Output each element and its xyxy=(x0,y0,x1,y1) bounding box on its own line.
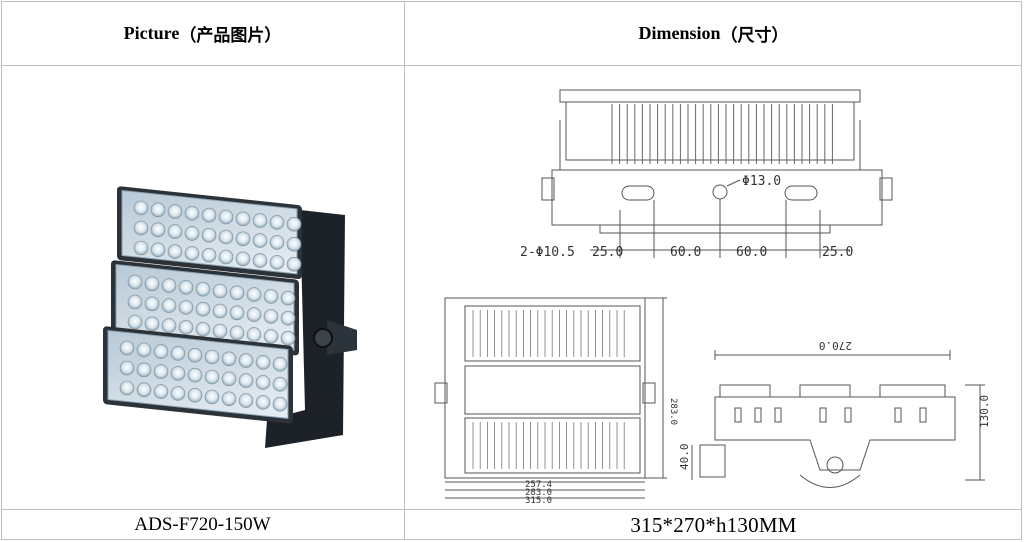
width-257: 257.4 xyxy=(525,480,552,490)
column-divider xyxy=(404,1,405,540)
height-283: 283.0 xyxy=(668,398,678,425)
top-view-drawing: 2-Φ10.5 Φ13.0 25.0 60.0 60.0 25.0 xyxy=(520,89,893,260)
center-hole-label: Φ13.0 xyxy=(742,174,781,189)
width-283: 283.0 xyxy=(525,488,552,498)
spacing-2: 60.0 xyxy=(670,245,701,260)
hole-label: 2-Φ10.5 xyxy=(520,245,575,260)
height-130: 130.0 xyxy=(978,395,991,428)
side-view-drawing: 270.0 130.0 40.0 xyxy=(680,340,991,488)
dimension-header: Dimension（尺寸） xyxy=(405,1,1022,65)
spacing-3: 60.0 xyxy=(736,245,767,260)
spacing-4: 25.0 xyxy=(822,245,853,260)
model-cell: ADS-F720-150W xyxy=(134,514,271,535)
dimension-header-en: Dimension xyxy=(638,22,721,43)
front-view-drawing: 257.4 283.0 315.0 283.0 xyxy=(434,297,678,506)
length-270: 270.0 xyxy=(819,340,852,352)
picture-header-en: Picture xyxy=(123,22,180,43)
picture-header-zh: （产品图片） xyxy=(179,25,282,46)
product-photo xyxy=(103,186,357,448)
footer-divider xyxy=(1,509,1022,510)
width-315: 315.0 xyxy=(525,496,552,506)
size-cell: 315*270*h130MM xyxy=(630,512,797,537)
dimension-header-zh: （尺寸） xyxy=(720,25,789,46)
picture-header: Picture（产品图片） xyxy=(1,1,404,65)
offset-40: 40.0 xyxy=(680,444,691,471)
spacing-1: 25.0 xyxy=(592,245,623,260)
header-divider xyxy=(1,65,1022,66)
